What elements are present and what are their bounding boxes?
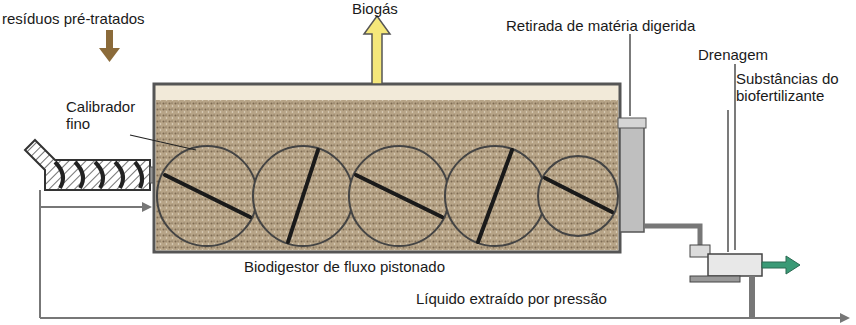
outlet-label: Retirada de matéria digerida <box>506 17 695 34</box>
biogas-label: Biogás <box>352 0 398 17</box>
feeder-label: Calibrador fino <box>66 98 146 132</box>
feed-label: resíduos pré-tratados <box>2 10 145 27</box>
drain-label: Drenagem <box>698 46 768 63</box>
product-label: Substâncias do biofertilizante <box>736 70 852 104</box>
digester-label: Biodigestor de fluxo pistonado <box>244 258 445 275</box>
liquid-label: Líquido extraído por pressão <box>416 290 607 307</box>
